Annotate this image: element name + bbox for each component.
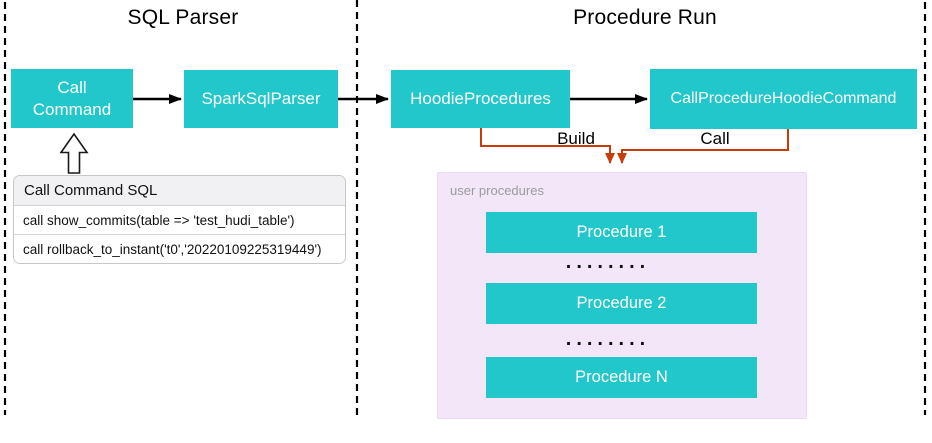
node-procedure-1-label: Procedure 1 [576,223,667,241]
node-call-command: Call Command [11,69,133,128]
sql-example-show-commits: call show_commits(table => 'test_hudi_ta… [14,206,345,235]
node-call-command-label: Call Command [32,78,112,119]
node-call-procedure-hoodie-command-label: CallProcedureHoodieCommand [670,90,897,107]
ellipsis-dots: ........ [565,251,651,273]
node-procedure-2-label: Procedure 2 [576,294,667,312]
sql-example-rollback: call rollback_to_instant('t0','202201092… [14,235,345,263]
user-procedures-label: user procedures [450,183,544,198]
section-title-procedure-run: Procedure Run [573,6,717,29]
node-hoodie-procedures: HoodieProcedures [391,70,570,128]
call-command-sql-panel: Call Command SQL call show_commits(table… [13,175,346,264]
node-spark-sql-parser-label: SparkSqlParser [201,89,321,109]
node-procedure-n: Procedure N [486,357,757,398]
edge-label-build: Build [557,129,595,148]
node-procedure-2: Procedure 2 [486,283,757,324]
user-procedures-panel: user procedures Procedure 1 ........ Pro… [437,172,807,419]
ellipsis-dots: ........ [565,328,651,350]
edge-label-call: Call [700,129,730,148]
node-call-procedure-hoodie-command: CallProcedureHoodieCommand [650,69,917,129]
node-spark-sql-parser: SparkSqlParser [184,70,338,128]
node-procedure-n-label: Procedure N [575,368,668,386]
node-procedure-1: Procedure 1 [486,212,757,253]
section-title-sql-parser: SQL Parser [127,6,239,29]
sql-panel-title: Call Command SQL [14,176,345,206]
up-arrow-icon [59,132,89,174]
node-hoodie-procedures-label: HoodieProcedures [410,89,551,109]
